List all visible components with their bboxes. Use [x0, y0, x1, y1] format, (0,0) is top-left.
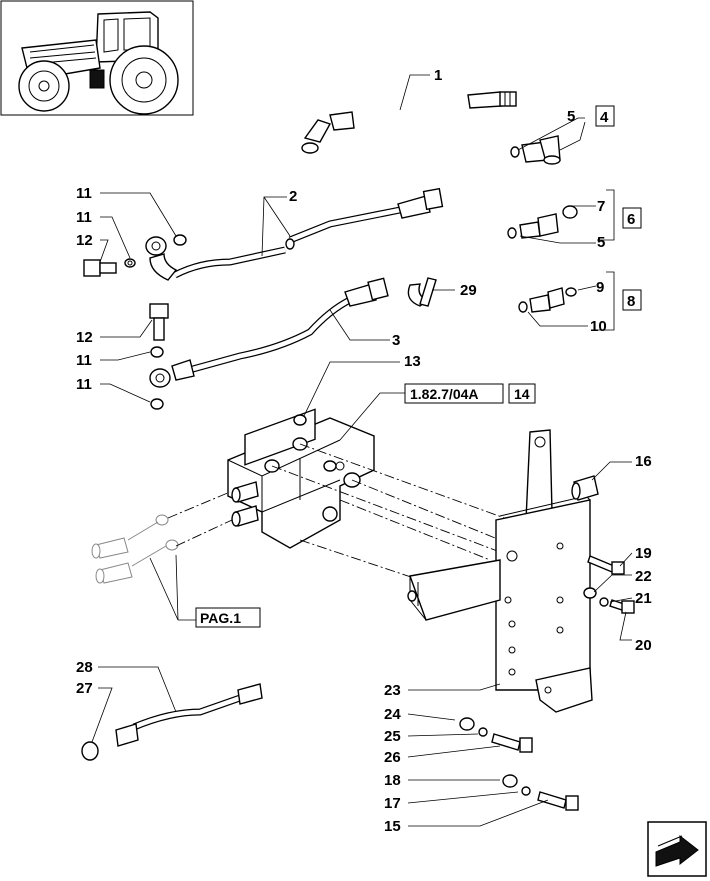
callout-26: 26 [384, 749, 401, 766]
callout-11c: 11 [76, 352, 92, 369]
callout-22: 22 [635, 568, 652, 585]
hose-1 [301, 91, 517, 154]
callout-19: 19 [635, 545, 652, 562]
callout-12b: 12 [76, 329, 93, 346]
callout-10: 10 [590, 318, 607, 335]
callout-5b: 5 [597, 234, 605, 251]
callout-29: 29 [460, 282, 477, 299]
callout-15: 15 [384, 818, 401, 835]
callout-3: 3 [392, 332, 400, 349]
callout-11a: 11 [76, 185, 92, 202]
ref-1-82-label: 1.82.7/04A [410, 386, 479, 402]
next-page-arrow-icon[interactable] [647, 821, 707, 877]
ref-14-label: 14 [514, 386, 530, 402]
hose-clip-29 [407, 277, 437, 307]
callout-11b: 11 [76, 209, 92, 226]
quick-couplers-ghost [91, 514, 179, 584]
leader-lines [91, 74, 633, 827]
callout-5a: 5 [567, 108, 575, 125]
callout-20: 20 [635, 637, 652, 654]
hose-2 [145, 187, 444, 281]
callout-12a: 12 [76, 232, 93, 249]
adapter-fitting-6 [507, 205, 578, 239]
boxed-references: 4 6 8 1.82.7/04A 14 PAG.1 [195, 105, 642, 628]
hose-28 [81, 683, 263, 761]
callout-18: 18 [384, 772, 401, 789]
callout-21: 21 [635, 590, 652, 607]
callout-17: 17 [384, 795, 401, 812]
box-6-label: 6 [627, 211, 635, 228]
callout-24: 24 [384, 706, 401, 723]
bolt-set-24-26 [459, 717, 533, 753]
pag-1-label: PAG.1 [200, 610, 241, 626]
callout-28: 28 [76, 659, 93, 676]
banjo-bolt-12a [83, 234, 187, 277]
tractor-thumbnail [0, 0, 194, 116]
box-8-label: 8 [627, 293, 635, 310]
callout-23: 23 [384, 682, 401, 699]
callout-1: 1 [434, 67, 442, 84]
adapter-fitting-8 [518, 287, 577, 313]
spacer-16 [571, 475, 599, 501]
callout-25: 25 [384, 728, 401, 745]
callout-7: 7 [597, 198, 605, 215]
banjo-bolt-12b [149, 303, 169, 410]
bracket-fasteners [583, 555, 635, 614]
box-4-label: 4 [600, 109, 609, 126]
callout-27: 27 [76, 680, 93, 697]
callout-13: 13 [404, 353, 421, 370]
elbow-fitting [510, 135, 561, 165]
mounting-bracket [407, 429, 593, 713]
callout-2: 2 [289, 188, 297, 205]
callout-11d: 11 [76, 376, 92, 393]
hose-3 [149, 277, 389, 388]
assembly-lines [167, 443, 511, 581]
callout-16: 16 [635, 453, 652, 470]
bolt-set-15-18 [502, 774, 579, 811]
callout-labels: 1 2 3 5 5 7 9 10 11 11 11 11 12 12 13 15… [76, 67, 652, 835]
control-valve-block [227, 408, 375, 549]
callout-9: 9 [596, 279, 604, 296]
